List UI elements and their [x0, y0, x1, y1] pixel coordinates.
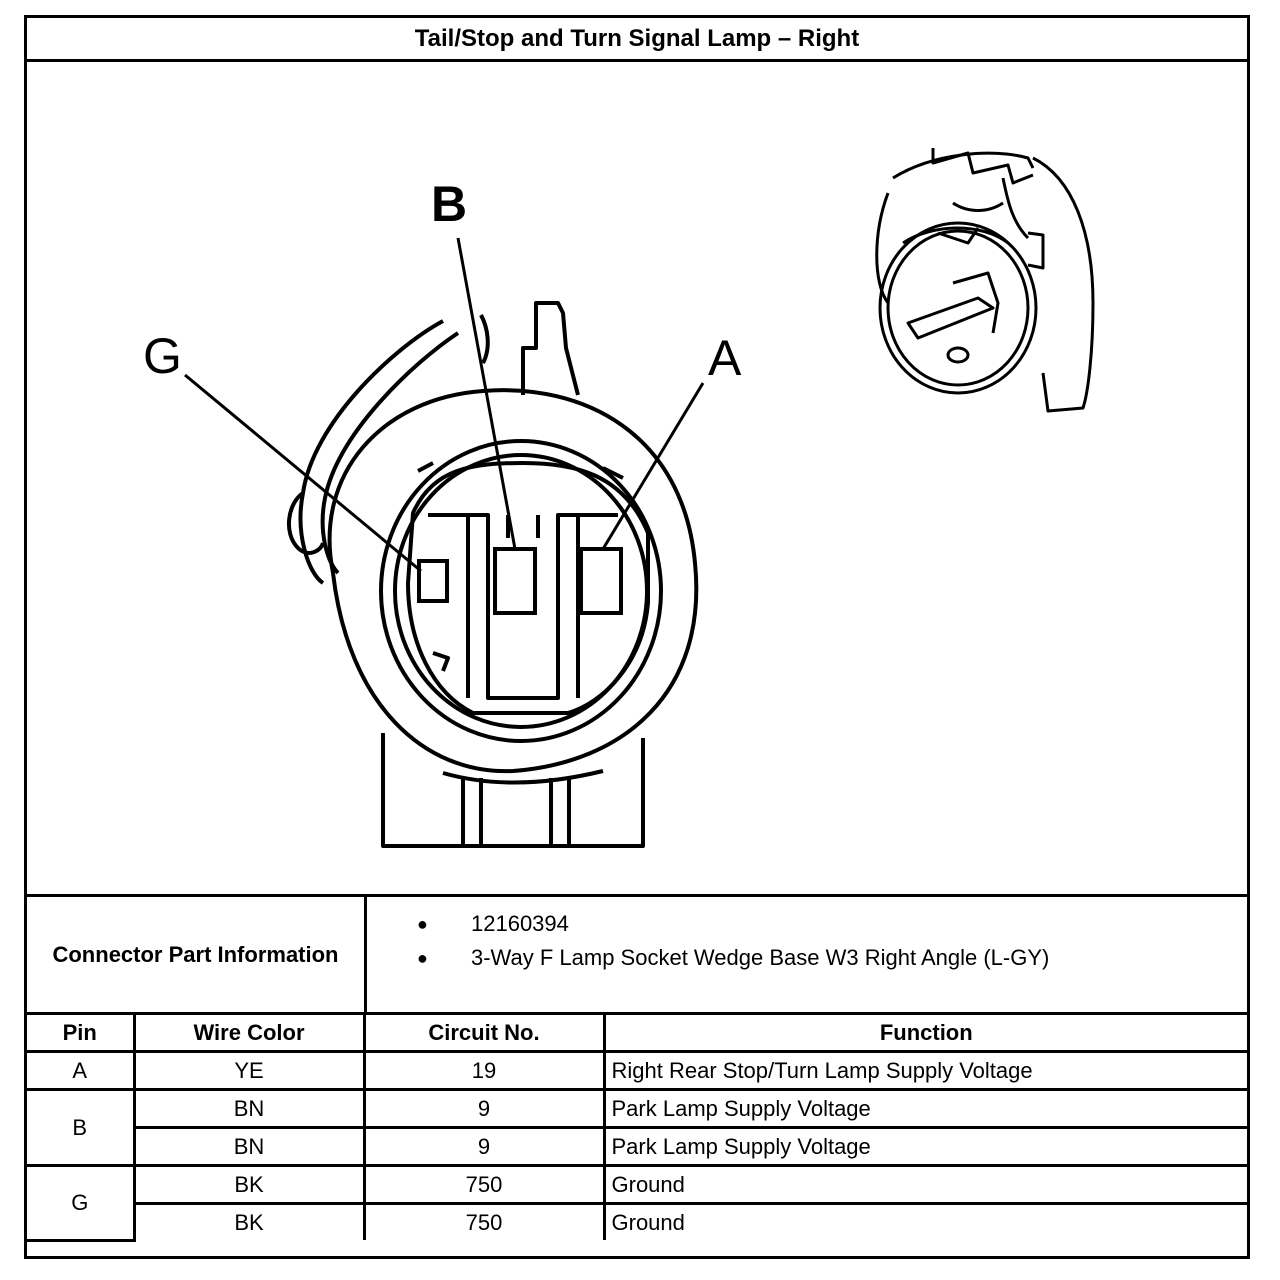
cell-function: Park Lamp Supply Voltage [602, 1126, 1247, 1167]
leader-line-g [184, 373, 422, 573]
table-row: A YE 19 Right Rear Stop/Turn Lamp Supply… [27, 1050, 1247, 1091]
latch-arm [298, 319, 444, 585]
cell-function: Ground [602, 1202, 1247, 1240]
table-header-row: Pin Wire Color Circuit No. Function [27, 1012, 1247, 1053]
terminal-g [417, 559, 449, 603]
bullet-icon: ● [417, 948, 428, 968]
table-row: B BN 9 Park Lamp Supply Voltage [27, 1088, 1247, 1167]
part-number: 12160394 [471, 911, 569, 936]
cell-pin: B [27, 1088, 136, 1167]
cell-wire-color: BK [132, 1164, 366, 1205]
part-info-label: Connector Part Information [27, 897, 367, 1012]
cell-function: Ground [602, 1164, 1247, 1205]
cell-pin: G [27, 1164, 136, 1242]
pin-label-g: G [143, 328, 182, 384]
leader-line-a [601, 382, 705, 550]
table-row: BN 9 Park Lamp Supply Voltage [27, 1126, 1247, 1167]
connector-part-info: Connector Part Information ● 12160394 ● … [27, 894, 1247, 1012]
part-description: 3-Way F Lamp Socket Wedge Base W3 Right … [471, 945, 1050, 970]
inner-ring [379, 439, 663, 743]
header-wire-color: Wire Color [132, 1012, 366, 1053]
terminal-a [579, 547, 623, 615]
cell-wire-color: BN [134, 1126, 366, 1167]
connector-drawing: B G A [143, 148, 1095, 848]
leader-line-b [456, 237, 517, 550]
table-row: G BK 750 Ground [27, 1164, 1247, 1242]
bullet-icon: ● [417, 914, 428, 934]
terminal-b [493, 547, 537, 615]
outer-ring [327, 388, 699, 774]
table-row: BK 750 Ground [27, 1202, 1247, 1240]
cell-function: Right Rear Stop/Turn Lamp Supply Voltage [602, 1050, 1247, 1091]
cell-pin: A [27, 1050, 136, 1091]
cell-wire-color: YE [132, 1050, 366, 1091]
header-function: Function [602, 1012, 1247, 1053]
housing-base [381, 733, 645, 848]
cell-wire-color: BK [134, 1202, 366, 1240]
cell-function: Park Lamp Supply Voltage [602, 1088, 1247, 1129]
pin-label-b: B [431, 176, 467, 232]
cell-circuit: 750 [362, 1202, 606, 1240]
connector-figure: B G A [27, 62, 1247, 894]
header-circuit: Circuit No. [362, 1012, 606, 1053]
socket-cavity [406, 461, 650, 715]
locking-tab [521, 301, 580, 396]
cell-circuit: 9 [362, 1088, 606, 1129]
connector-iso-view [875, 148, 1095, 413]
page-title: Tail/Stop and Turn Signal Lamp – Right [27, 18, 1247, 62]
header-pin: Pin [27, 1012, 136, 1053]
pin-label-a: A [708, 330, 742, 386]
cell-circuit: 19 [362, 1050, 606, 1091]
cell-circuit: 750 [362, 1164, 606, 1205]
connector-sheet: Tail/Stop and Turn Signal Lamp – Right [24, 15, 1250, 1259]
pinout-table: Pin Wire Color Circuit No. Function A YE… [27, 1012, 1247, 1242]
cell-wire-color: BN [132, 1088, 366, 1129]
cell-circuit: 9 [362, 1126, 606, 1167]
